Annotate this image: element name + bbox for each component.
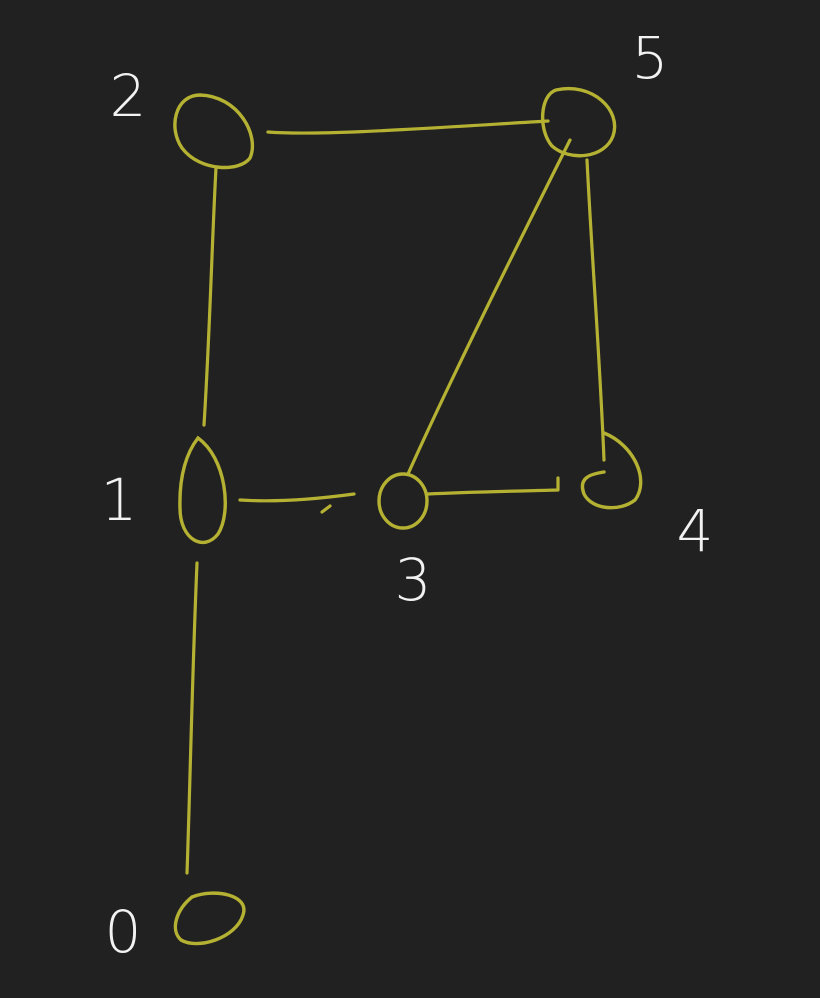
edge-2-5 [266,119,550,135]
node-4 [580,431,643,510]
node-3 [377,472,429,530]
edge-1-3-tick [320,504,332,514]
node-0 [173,891,246,946]
node-label-1: 1 [101,466,138,534]
edge-1-0 [185,561,199,875]
edge-1-3 [238,492,356,503]
edge-4-5 [585,158,606,462]
node-label-4: 4 [677,497,714,565]
node-label-0: 0 [105,898,142,966]
node-label-5: 5 [632,24,669,92]
node-label-2: 2 [110,62,147,130]
node-labels: 2 5 1 3 4 0 [101,24,714,966]
edge-3-4 [426,476,560,496]
nodes [173,86,643,946]
node-label-3: 3 [395,546,432,614]
edge-3-5 [406,138,572,476]
node-5 [540,86,617,158]
edge-2-1 [202,166,218,427]
node-1 [178,435,227,545]
node-2 [173,93,255,170]
edges [185,119,606,875]
